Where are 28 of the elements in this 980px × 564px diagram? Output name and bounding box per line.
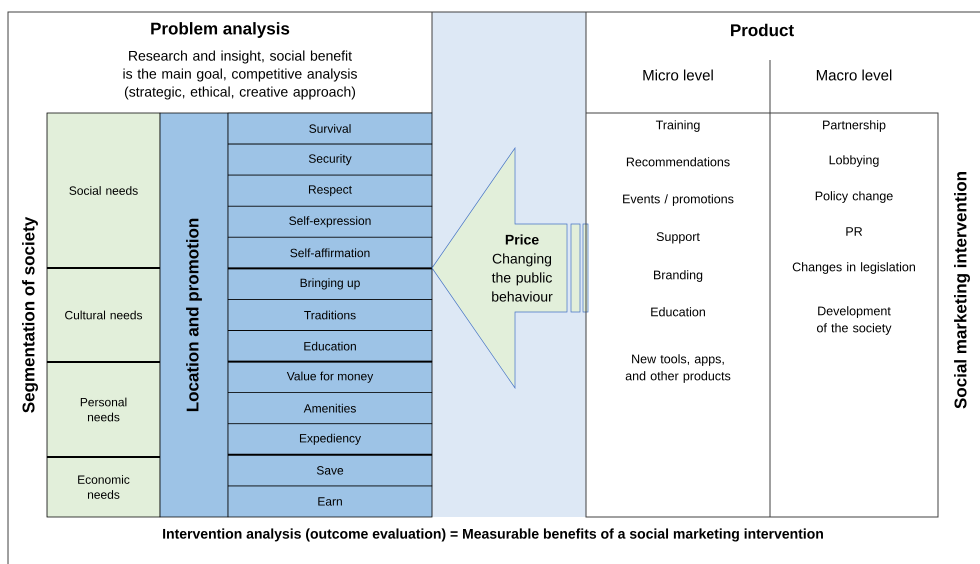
- footer-text: Intervention analysis (outcome evaluation) = Measurable benefits of a social marketing intervention: [163, 528, 823, 542]
- axis-title: Social marketing intervention: [954, 172, 970, 409]
- level-column: Micro level Training Recommendations Events / promotions Support Branding Education New tools, apps, and other products: [586, 70, 770, 518]
- column-band: Location and promotion: [160, 112, 228, 518]
- need-cell: Personal needs: [46, 362, 160, 458]
- value-row: Traditions: [228, 299, 432, 331]
- axis-title: Segmentation of society: [22, 216, 38, 413]
- level-column: Macro level Partnership Lobbying Policy change PR Changes in legislation Development of the society: [770, 70, 938, 518]
- value-row: Education: [228, 330, 432, 362]
- need-cell: Economic needs: [46, 456, 160, 518]
- node-label: Macro level: [816, 69, 892, 80]
- value-row: Survival: [228, 112, 432, 144]
- value-row: Self-affirmation: [228, 236, 432, 269]
- value-row: Value for money: [228, 361, 432, 394]
- value-row: Security: [228, 144, 432, 176]
- value-row: Self-expression: [228, 206, 432, 238]
- section-heading: Product: [731, 24, 794, 36]
- section-heading: Problem analysis: [151, 22, 290, 38]
- value-row: Amenities: [228, 392, 432, 424]
- value-row: Earn: [228, 486, 432, 518]
- value-row: Expediency: [228, 423, 432, 456]
- description-text: Research and insight, social benefit is the main goal, competitive analysis (strategic, ethical, creative approach): [123, 50, 357, 100]
- node-label: Micro level: [643, 69, 713, 80]
- value-row: Bringing up: [228, 268, 432, 300]
- value-row: Respect: [228, 174, 432, 207]
- value-row: Save: [228, 454, 432, 486]
- need-cell: Cultural needs: [46, 268, 160, 362]
- need-cell: Social needs: [46, 112, 160, 268]
